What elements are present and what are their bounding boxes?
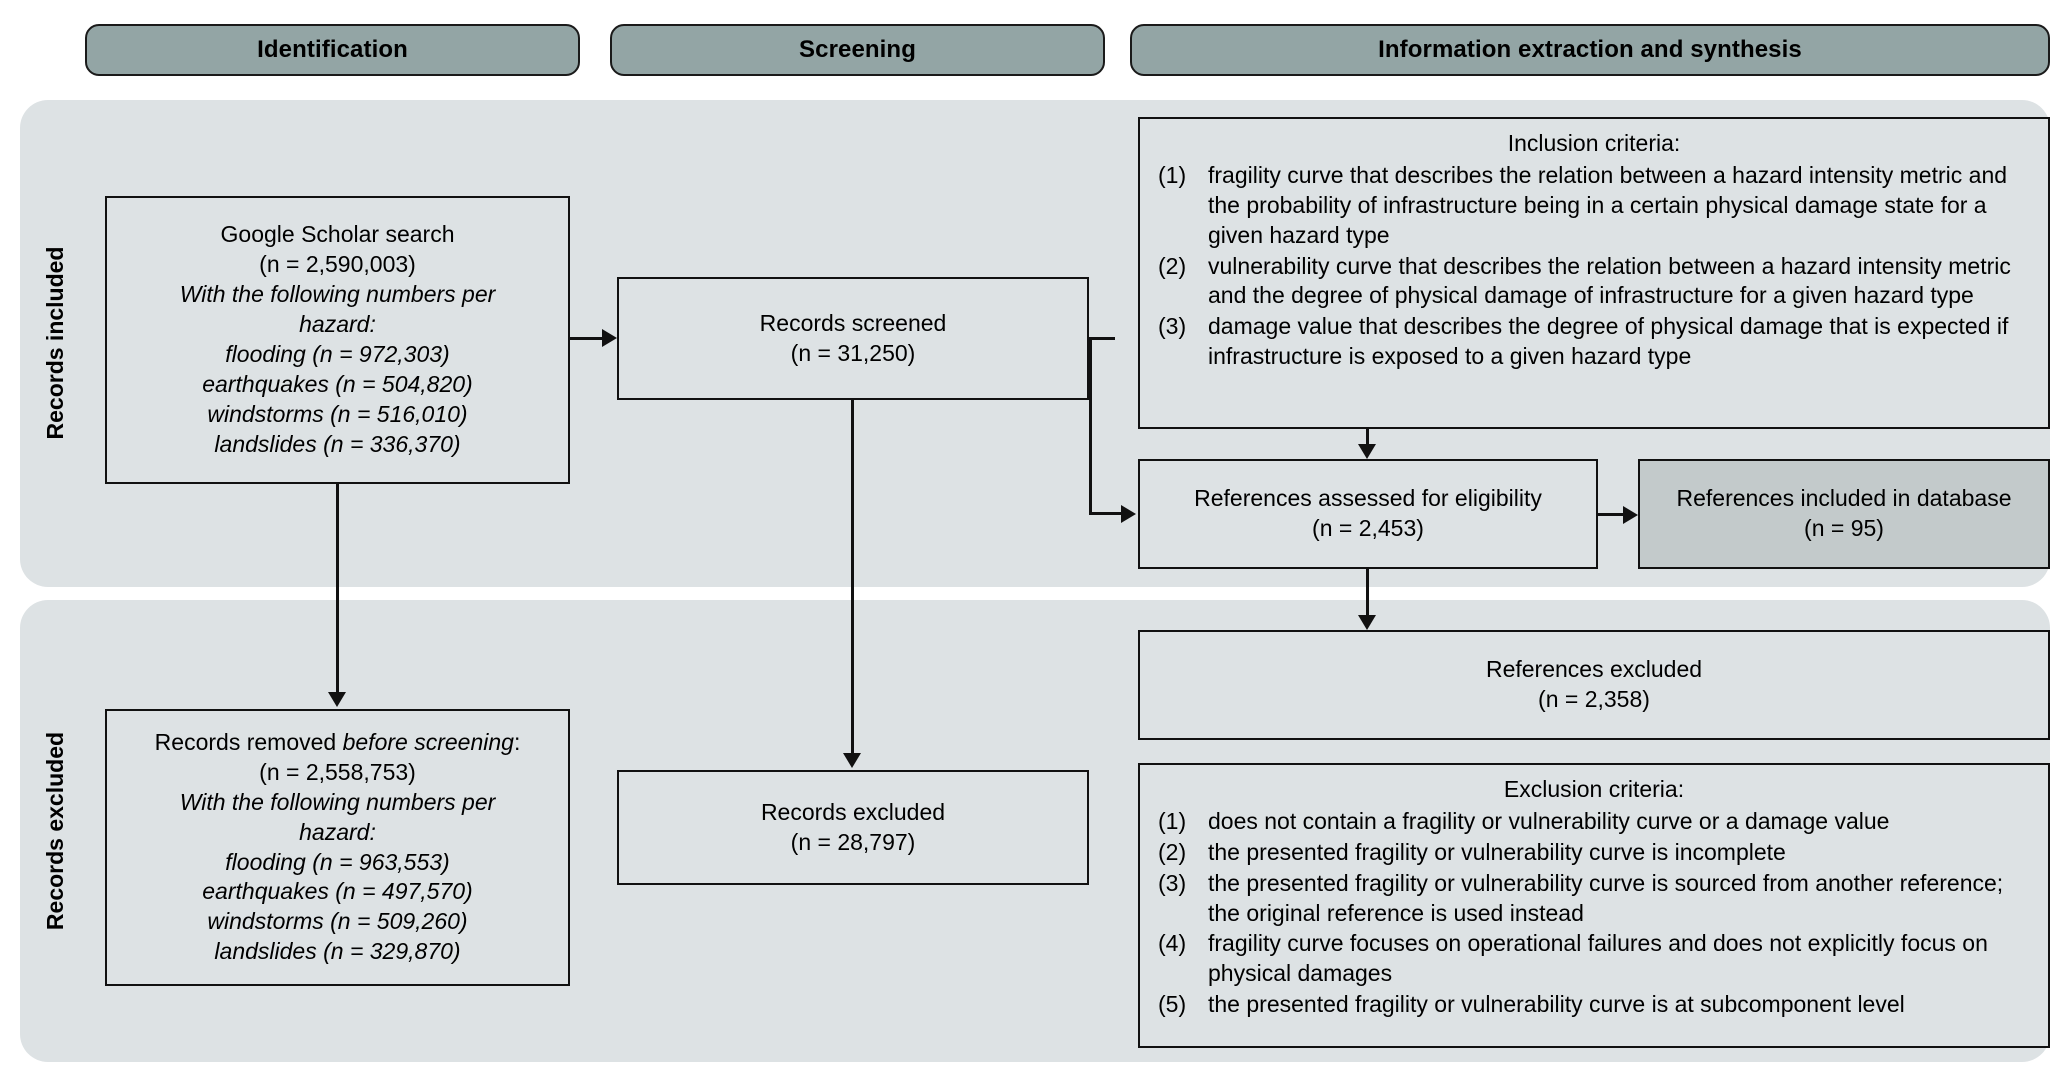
arrowhead-scholar-to-removed [328, 692, 346, 707]
exclusion-criteria-item-number: (5) [1158, 991, 1187, 1018]
inclusion-criteria-item-text: damage value that describes the degree o… [1208, 313, 2009, 370]
exclusion-criteria-item-text: the presented fragility or vulnerability… [1208, 869, 2004, 926]
records-removed-hazard-windstorms: windstorms (n = 509,260) [207, 908, 468, 935]
exclusion-criteria-item-number: (1) [1158, 807, 1187, 834]
inclusion-criteria-item: (3) damage value that describes the degr… [1154, 312, 2034, 372]
exclusion-criteria-item: (4) fragility curve focuses on operation… [1154, 929, 2034, 989]
phase-bar-synthesis: Information extraction and synthesis [1130, 24, 2050, 76]
arrowhead-screened-to-records-excluded [843, 753, 861, 768]
references-assessed-title: References assessed for eligibility [1194, 485, 1542, 512]
references-included-count: (n = 95) [1804, 515, 1884, 541]
exclusion-criteria-item-text: the presented fragility or vulnerability… [1208, 838, 1786, 865]
exclusion-criteria-title: Exclusion criteria: [1503, 776, 1685, 802]
phase-bar-screening-label: Screening [799, 36, 916, 63]
box-references-assessed: References assessed for eligibility (n =… [1138, 459, 1598, 569]
exclusion-criteria-item: (3) the presented fragility or vulnerabi… [1154, 869, 2034, 929]
connector-inclusion-to-assessed [1366, 429, 1369, 444]
connector-scholar-to-screened [570, 337, 602, 340]
arrowhead-assessed-to-included [1623, 506, 1638, 524]
connector-assessed-to-included [1598, 513, 1623, 516]
google-scholar-count: (n = 2,590,003) [259, 251, 416, 278]
box-references-excluded: References excluded (n = 2,358) [1138, 630, 2050, 740]
google-scholar-hazard-windstorms: windstorms (n = 516,010) [207, 400, 468, 427]
phase-bar-synthesis-label: Information extraction and synthesis [1378, 36, 1802, 63]
exclusion-criteria-item: (5) the presented fragility or vulnerabi… [1154, 990, 2034, 1020]
google-scholar-note-1: With the following numbers per [179, 281, 496, 308]
arrowhead-screened-to-assessed [1121, 505, 1136, 523]
box-inclusion-criteria: Inclusion criteria: (1) fragility curve … [1138, 117, 2050, 429]
records-removed-title: Records removed before screening: [155, 728, 521, 758]
records-removed-title-plain: Records removed [154, 728, 343, 755]
inclusion-criteria-list: (1) fragility curve that describes the r… [1154, 161, 2034, 373]
records-removed-hazard-flooding: flooding (n = 963,553) [225, 848, 450, 875]
exclusion-criteria-item-number: (2) [1158, 838, 1187, 865]
connector-screened-to-assessed-h1 [1089, 337, 1115, 340]
references-included-title: References included in database [1676, 485, 2012, 512]
inclusion-criteria-item-text: fragility curve that describes the relat… [1208, 161, 2008, 248]
records-excluded-count: (n = 28,797) [790, 828, 916, 855]
phase-bar-screening: Screening [610, 24, 1105, 76]
records-screened-count: (n = 31,250) [790, 339, 916, 366]
records-excluded-title: Records excluded [760, 798, 946, 825]
references-assessed-count: (n = 2,453) [1312, 515, 1424, 541]
google-scholar-hazard-landslides: landslides (n = 336,370) [214, 430, 461, 457]
records-removed-hazard-landslides: landslides (n = 329,870) [214, 938, 461, 965]
inclusion-criteria-item-text: vulnerability curve that describes the r… [1208, 252, 2011, 309]
records-removed-title-tail: : [513, 728, 521, 755]
side-label-records-excluded-text: Records excluded [41, 731, 68, 931]
exclusion-criteria-item-number: (4) [1158, 930, 1187, 957]
side-label-records-included: Records included [40, 223, 70, 463]
connector-screened-to-records-excluded [851, 400, 854, 753]
records-removed-count: (n = 2,558,753) [259, 758, 416, 785]
google-scholar-hazard-flooding: flooding (n = 972,303) [225, 341, 450, 367]
exclusion-criteria-item-number: (3) [1158, 869, 1187, 896]
exclusion-criteria-item: (1) does not contain a fragility or vuln… [1154, 807, 2034, 837]
records-removed-note-2: hazard: [299, 818, 376, 845]
box-references-included-in-database: References included in database (n = 95) [1638, 459, 2050, 569]
inclusion-criteria-title: Inclusion criteria: [1507, 130, 1681, 156]
references-excluded-title: References excluded [1485, 656, 1703, 683]
inclusion-criteria-item-number: (2) [1158, 252, 1187, 279]
connector-scholar-to-removed [336, 484, 339, 692]
box-records-screened: Records screened (n = 31,250) [617, 277, 1089, 400]
side-label-records-included-text: Records included [41, 246, 68, 440]
phase-bar-identification-label: Identification [257, 36, 408, 63]
inclusion-criteria-item-number: (1) [1158, 161, 1187, 188]
google-scholar-hazard-earthquakes: earthquakes (n = 504,820) [202, 370, 473, 397]
exclusion-criteria-item-text: fragility curve focuses on operational f… [1208, 930, 1988, 987]
phase-bar-identification: Identification [85, 24, 580, 76]
connector-screened-to-assessed-h2 [1089, 512, 1121, 515]
exclusion-criteria-list: (1) does not contain a fragility or vuln… [1154, 807, 2034, 1021]
box-records-excluded: Records excluded (n = 28,797) [617, 770, 1089, 885]
box-exclusion-criteria: Exclusion criteria: (1) does not contain… [1138, 763, 2050, 1048]
side-label-records-excluded: Records excluded [40, 711, 70, 951]
inclusion-criteria-item: (1) fragility curve that describes the r… [1154, 161, 2034, 251]
records-removed-note-1: With the following numbers per [179, 788, 496, 815]
box-google-scholar-search: Google Scholar search (n = 2,590,003) Wi… [105, 196, 570, 484]
exclusion-criteria-item-text: the presented fragility or vulnerability… [1208, 991, 1905, 1018]
references-excluded-count: (n = 2,358) [1538, 686, 1650, 712]
inclusion-criteria-item: (2) vulnerability curve that describes t… [1154, 252, 2034, 312]
arrowhead-scholar-to-screened [602, 329, 617, 347]
google-scholar-title: Google Scholar search [220, 221, 455, 248]
records-screened-title: Records screened [759, 309, 947, 336]
arrowhead-inclusion-to-assessed [1358, 444, 1376, 459]
connector-screened-to-assessed-v [1089, 337, 1092, 514]
records-removed-title-italic: before screening [342, 728, 514, 755]
arrowhead-assessed-to-references-excluded [1358, 615, 1376, 630]
box-records-removed: Records removed before screening: (n = 2… [105, 709, 570, 986]
exclusion-criteria-item-text: does not contain a fragility or vulnerab… [1208, 807, 1890, 834]
inclusion-criteria-item-number: (3) [1158, 313, 1187, 340]
connector-assessed-to-references-excluded [1366, 569, 1369, 615]
google-scholar-note-2: hazard: [299, 311, 376, 338]
exclusion-criteria-item: (2) the presented fragility or vulnerabi… [1154, 838, 2034, 868]
records-removed-hazard-earthquakes: earthquakes (n = 497,570) [202, 878, 473, 905]
